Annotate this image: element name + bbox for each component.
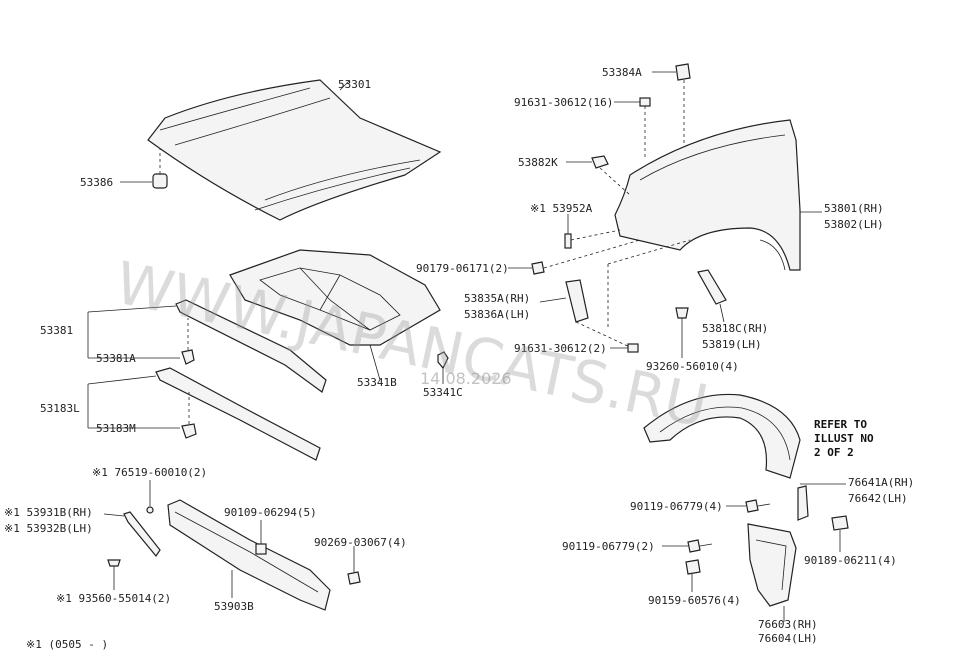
screw-93560-part xyxy=(107,559,121,578)
label-76603: 76603(RH) xyxy=(758,618,818,631)
fender-seal-part xyxy=(564,229,621,249)
clip-76519-part xyxy=(146,506,154,514)
label-53931B: ※1 53931B(RH) xyxy=(4,506,93,519)
insulator-clip-part xyxy=(437,351,449,370)
label-93560: ※1 93560-55014(2) xyxy=(56,592,171,605)
label-53341C: 53341C xyxy=(423,386,463,399)
bolt-90109-part xyxy=(255,543,267,555)
screw-90119-2-part xyxy=(687,539,713,553)
leader-53835A xyxy=(539,297,567,303)
fender-stay-part xyxy=(697,269,727,305)
leader-53931B xyxy=(103,513,125,517)
label-76604: 76604(LH) xyxy=(758,632,818,645)
leader-53381 xyxy=(87,305,177,313)
label-53818C: 53818C(RH) xyxy=(702,322,768,335)
label-90119-4: 90119-06779(4) xyxy=(630,500,723,513)
label-90189: 90189-06211(4) xyxy=(804,554,897,567)
label-53386: 53386 xyxy=(80,176,113,189)
leader-53301 xyxy=(339,79,351,91)
label-53836A: 53836A(LH) xyxy=(464,308,530,321)
liner-bracket-part xyxy=(797,485,809,521)
front-seal-clip-part xyxy=(181,392,197,439)
label-53381A: 53381A xyxy=(96,352,136,365)
label-53903B: 53903B xyxy=(214,600,254,613)
label-53384A: 53384A xyxy=(602,66,642,79)
watermark-date: 14.08.2026 xyxy=(420,369,512,388)
bracket-53931B-part xyxy=(123,511,161,558)
front-fender-part xyxy=(614,119,801,271)
label-90179: 90179-06171(2) xyxy=(416,262,509,275)
dash-fender-1 xyxy=(607,239,691,265)
label-53301: 53301 xyxy=(338,78,371,91)
label-90159: 90159-60576(4) xyxy=(648,594,741,607)
clip-90269-part xyxy=(347,571,361,585)
hood-insulator-part xyxy=(229,249,441,346)
label-53801: 53801(RH) xyxy=(824,202,884,215)
label-53932B: ※1 53932B(LH) xyxy=(4,522,93,535)
label-53183L: 53183L xyxy=(40,402,80,415)
label-53819: 53819(LH) xyxy=(702,338,762,351)
label-53381: 53381 xyxy=(40,324,73,337)
leader-53341B xyxy=(369,344,381,381)
footnote: ※1 (0505 - ) xyxy=(26,638,108,651)
refer-line-1: REFER TO xyxy=(814,418,867,431)
refer-line-2: ILLUST NO xyxy=(814,432,874,445)
bolt-91631-16-part xyxy=(639,97,651,160)
label-76642: 76642(LH) xyxy=(848,492,908,505)
label-90119-2: 90119-06779(2) xyxy=(562,540,655,553)
fender-liner-part xyxy=(643,393,801,479)
hood-part xyxy=(147,79,442,221)
refer-line-3: 2 OF 2 xyxy=(814,446,854,459)
hood-seal-part xyxy=(175,299,327,393)
mudguard-part xyxy=(747,523,797,607)
label-53802: 53802(LH) xyxy=(824,218,884,231)
leader-53183L xyxy=(87,375,157,385)
label-76519: ※1 76519-60010(2) xyxy=(92,466,207,479)
nut-90179-part xyxy=(531,239,641,275)
clip-90189-part xyxy=(831,515,849,531)
nut-90159-part xyxy=(685,559,701,575)
bolt-91631-2-part xyxy=(627,343,639,353)
label-90109: 90109-06294(5) xyxy=(224,506,317,519)
label-93260: 93260-56010(4) xyxy=(646,360,739,373)
leader-53818C xyxy=(719,303,725,323)
fender-cap-part xyxy=(675,63,691,145)
label-53341B: 53341B xyxy=(357,376,397,389)
label-91631-2: 91631-30612(2) xyxy=(514,342,607,355)
label-91631-16: 91631-30612(16) xyxy=(514,96,613,109)
label-90269: 90269-03067(4) xyxy=(314,536,407,549)
radiator-support-part xyxy=(167,499,331,611)
seal-clip-part xyxy=(181,318,195,365)
screw-90119-4-part xyxy=(745,499,771,513)
label-53183M: 53183M xyxy=(96,422,136,435)
hood-cushion-part xyxy=(152,148,168,189)
label-53952A: ※1 53952A xyxy=(530,202,593,215)
label-76641A: 76641A(RH) xyxy=(848,476,914,489)
label-53882K: 53882K xyxy=(518,156,558,169)
screw-93260-part xyxy=(675,307,689,319)
label-53835A: 53835A(RH) xyxy=(464,292,530,305)
front-seal-part xyxy=(155,367,321,461)
fender-pad-part xyxy=(591,155,631,196)
fender-bracket-part xyxy=(565,279,633,349)
